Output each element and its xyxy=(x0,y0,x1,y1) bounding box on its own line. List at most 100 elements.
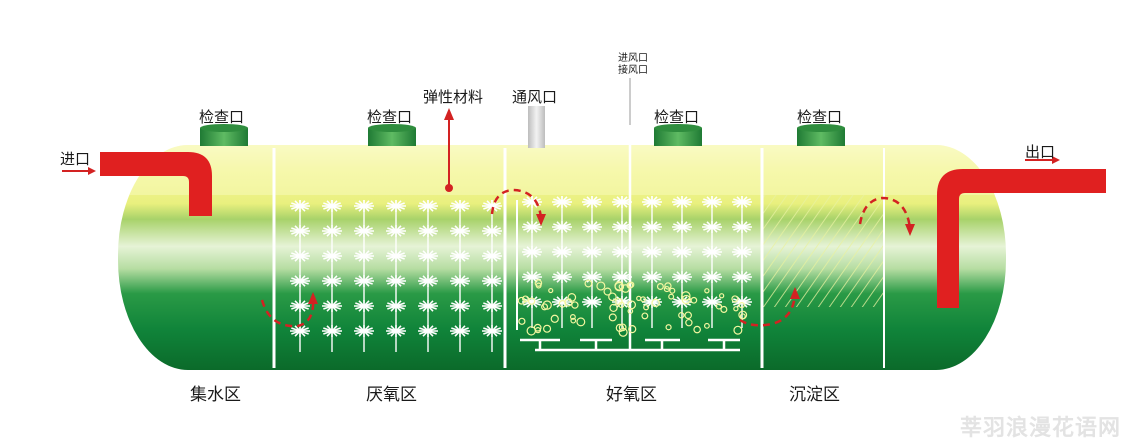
media-node xyxy=(642,246,662,258)
bubble xyxy=(558,299,567,308)
media-node xyxy=(290,325,310,337)
inspection-port-3[interactable] xyxy=(654,124,702,146)
media-node xyxy=(450,250,470,262)
outlet-label: 出口 xyxy=(1025,143,1056,161)
media-node xyxy=(582,271,602,283)
bubble xyxy=(731,295,739,303)
bubble xyxy=(669,287,676,294)
media-node xyxy=(386,225,406,237)
media-node xyxy=(418,200,438,212)
zone-label-collection: 集水区 xyxy=(190,385,241,405)
media-node xyxy=(322,200,342,212)
media-node xyxy=(672,221,692,233)
media-node xyxy=(732,271,752,283)
inspection-port-4[interactable] xyxy=(797,124,845,146)
media-node xyxy=(672,271,692,283)
vent-label: 通风口 xyxy=(512,88,558,106)
media-node xyxy=(354,250,374,262)
inlet-pipe xyxy=(100,152,212,216)
media-node xyxy=(354,200,374,212)
inspection-port-2[interactable] xyxy=(368,124,416,146)
media-node xyxy=(702,221,722,233)
bubble xyxy=(678,312,685,319)
media-node xyxy=(450,225,470,237)
bubble xyxy=(609,303,618,313)
bubble xyxy=(690,296,698,304)
media-node xyxy=(732,246,752,258)
bubble xyxy=(665,324,672,331)
air-inlet-label-2: 接风口 xyxy=(618,65,648,76)
bubble xyxy=(656,283,664,290)
media-node xyxy=(522,196,542,208)
watermark: 莘羽浪漫花语网 xyxy=(959,416,1121,441)
media-node xyxy=(290,200,310,212)
bubble xyxy=(738,302,745,309)
bubble xyxy=(651,298,660,308)
media-node xyxy=(522,221,542,233)
bubble xyxy=(571,301,579,309)
media-node xyxy=(702,246,722,258)
aeration-pipes xyxy=(520,120,740,352)
media-node xyxy=(702,271,722,283)
media-node xyxy=(522,271,542,283)
media-node xyxy=(386,325,406,337)
media-node xyxy=(702,196,722,208)
vent-pipe xyxy=(528,106,545,148)
bubble xyxy=(534,327,542,334)
media-node xyxy=(642,271,662,283)
media-node xyxy=(612,271,632,283)
zone-label-anaerobic: 厌氧区 xyxy=(366,385,417,405)
media-node xyxy=(418,300,438,312)
media-node xyxy=(552,246,572,258)
zone-label-sedimentation: 沉淀区 xyxy=(789,385,840,405)
flow-arrow-to-sedimentation xyxy=(739,292,797,327)
media-node xyxy=(290,225,310,237)
bubble xyxy=(685,318,693,327)
bubble xyxy=(720,305,728,313)
bubble xyxy=(719,293,725,299)
bubble xyxy=(626,281,634,289)
media-node xyxy=(418,275,438,287)
bubble xyxy=(614,281,624,291)
media-node xyxy=(418,325,438,337)
media-node xyxy=(552,196,572,208)
bubble xyxy=(522,295,529,303)
media-node xyxy=(582,246,602,258)
bubble xyxy=(603,287,612,296)
bubble xyxy=(608,292,617,302)
media-node xyxy=(386,300,406,312)
bubble xyxy=(517,296,526,305)
media-node xyxy=(612,196,632,208)
bubble xyxy=(518,317,526,325)
bubble xyxy=(543,324,552,333)
bubble xyxy=(570,317,577,324)
media-node xyxy=(450,275,470,287)
bubble xyxy=(627,300,636,310)
inspection-port-1[interactable] xyxy=(200,124,248,146)
bubble xyxy=(668,293,675,300)
media-node xyxy=(612,246,632,258)
media-node xyxy=(582,196,602,208)
media-node xyxy=(418,225,438,237)
media-node xyxy=(552,221,572,233)
bubble xyxy=(664,282,672,290)
media-node xyxy=(450,200,470,212)
bubble xyxy=(567,293,577,302)
bubble xyxy=(615,323,625,333)
bubble xyxy=(548,287,554,294)
media-node xyxy=(582,221,602,233)
media-node xyxy=(290,300,310,312)
media-node xyxy=(354,325,374,337)
media-node xyxy=(322,250,342,262)
media-node xyxy=(642,221,662,233)
media-node xyxy=(386,200,406,212)
bubble xyxy=(534,279,543,287)
media-node xyxy=(732,196,752,208)
inspection-port-label-2: 检查口 xyxy=(367,108,413,126)
flow-arrow-heads xyxy=(308,214,915,304)
bubble xyxy=(584,279,593,288)
bubble xyxy=(715,303,723,310)
bubble xyxy=(628,325,637,334)
media-node xyxy=(642,196,662,208)
media-node xyxy=(322,325,342,337)
